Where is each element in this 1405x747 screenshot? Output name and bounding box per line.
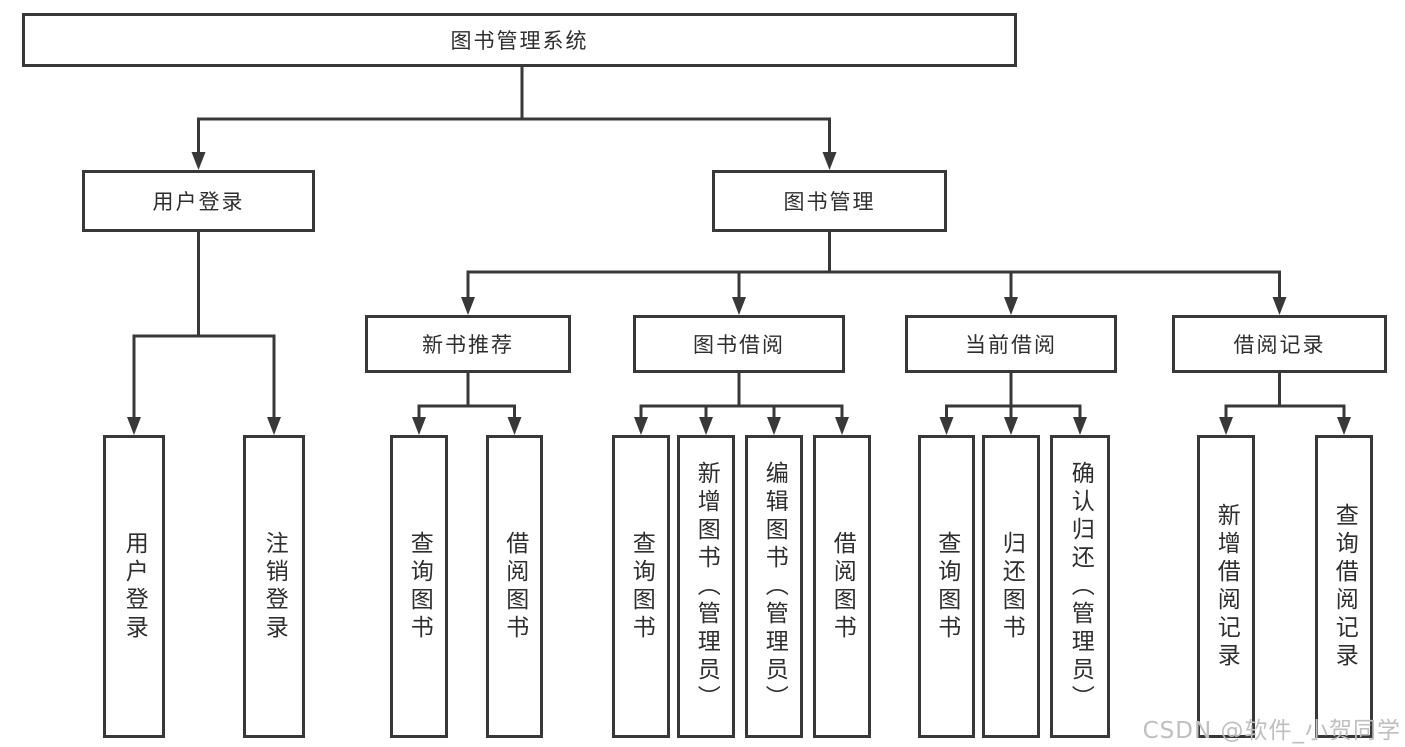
node-label: 查询图书 <box>628 530 655 643</box>
node-user-login: 用户登录 <box>103 435 165 738</box>
node-book-management-branch: 图书管理 <box>712 170 947 232</box>
node-query-borrow-record: 查询借阅记录 <box>1315 435 1373 738</box>
node-label: 新增借阅记录 <box>1213 502 1240 671</box>
node-query-books-borrowing: 查询图书 <box>612 435 670 738</box>
node-query-books-current: 查询图书 <box>918 435 975 738</box>
node-label: 借阅图书 <box>501 530 528 643</box>
node-label: 用户登录 <box>121 530 148 643</box>
node-label: 新增图书（管理员） <box>693 460 720 713</box>
node-user-login-branch: 用户登录 <box>82 170 315 232</box>
node-edit-books-admin: 编辑图书（管理员） <box>745 435 803 738</box>
node-label: 用户登录 <box>152 190 245 214</box>
node-query-books-recommend: 查询图书 <box>390 435 448 738</box>
node-borrow-books-recommend: 借阅图书 <box>486 435 543 738</box>
node-borrowing-records: 借阅记录 <box>1172 315 1387 373</box>
node-current-borrowing: 当前借阅 <box>905 315 1117 373</box>
node-label: 新书推荐 <box>422 333 514 357</box>
node-label: 查询图书 <box>933 530 960 643</box>
node-label: 借阅图书 <box>829 530 856 643</box>
node-add-borrow-record: 新增借阅记录 <box>1197 435 1255 738</box>
node-label: 图书管理 <box>783 190 876 214</box>
node-library-management-system: 图书管理系统 <box>22 13 1017 67</box>
node-label: 借阅记录 <box>1233 333 1326 357</box>
node-add-books-admin: 新增图书（管理员） <box>677 435 735 738</box>
node-label: 确认归还（管理员） <box>1067 460 1094 713</box>
node-return-books: 归还图书 <box>982 435 1040 738</box>
node-label: 查询图书 <box>406 530 433 643</box>
node-label: 注销登录 <box>261 530 288 643</box>
node-logout-login: 注销登录 <box>243 435 305 738</box>
node-confirm-return-admin: 确认归还（管理员） <box>1050 435 1110 738</box>
node-label: 归还图书 <box>998 530 1025 643</box>
node-label: 编辑图书（管理员） <box>761 460 788 713</box>
node-borrow-books: 借阅图书 <box>813 435 871 738</box>
node-new-book-recommendation: 新书推荐 <box>365 315 571 373</box>
node-label: 图书借阅 <box>693 333 785 357</box>
arrowheads <box>127 152 1351 435</box>
node-label: 图书管理系统 <box>450 29 589 53</box>
node-label: 查询借阅记录 <box>1331 502 1358 671</box>
node-label: 当前借阅 <box>965 333 1057 357</box>
node-book-borrowing: 图书借阅 <box>633 315 845 373</box>
